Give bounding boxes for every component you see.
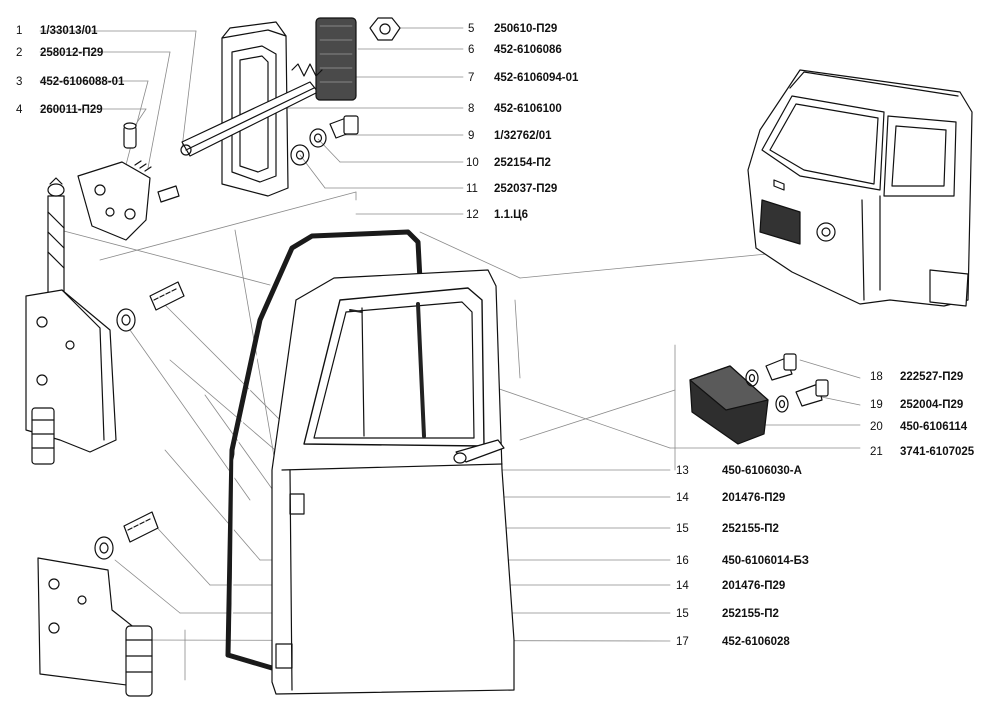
callout-number: 17 <box>676 636 689 648</box>
part-number: 258012-П29 <box>40 47 104 59</box>
callout-number: 3 <box>16 76 23 88</box>
callout-number: 1 <box>16 25 23 37</box>
part-number: 252155-П2 <box>722 523 779 535</box>
part-number: 452-6106088-01 <box>40 76 125 88</box>
callout-number: 20 <box>870 421 883 433</box>
callout-number: 10 <box>466 157 479 169</box>
part-number: 201476-П29 <box>722 492 786 504</box>
part-number: 201476-П29 <box>722 580 786 592</box>
part-number: 450-6106114 <box>900 421 968 433</box>
part-number: 252155-П2 <box>722 608 779 620</box>
part-number: 452-6106028 <box>722 636 790 648</box>
part-number: 1/33013/01 <box>40 25 98 37</box>
callout-number: 6 <box>468 44 475 56</box>
callout-number: 15 <box>676 523 689 535</box>
part-number: 1.1.Ц6 <box>494 209 528 221</box>
callout-number: 4 <box>16 104 23 116</box>
part-number: 1/32762/01 <box>494 130 552 142</box>
callout-number: 18 <box>870 371 883 383</box>
part-number: 250610-П29 <box>494 23 558 35</box>
middle-bolt <box>116 281 185 332</box>
part-number: 3741-6107025 <box>900 446 975 458</box>
lower-hinge-leaf <box>37 557 153 697</box>
vehicle-cab <box>747 69 973 307</box>
part-number: 260011-П29 <box>40 104 103 116</box>
callout-number: 14 <box>676 580 689 592</box>
part-number: 252154-П2 <box>494 157 551 169</box>
callout-number: 19 <box>870 399 883 411</box>
upper-hinge-bracket <box>77 122 180 241</box>
door-panel <box>271 269 515 695</box>
part-number: 452-6106086 <box>494 44 562 56</box>
callout-number: 13 <box>676 465 689 477</box>
callout-number: 16 <box>676 555 689 567</box>
callout-number: 9 <box>468 130 475 142</box>
door-seal <box>225 229 423 671</box>
callout-number: 11 <box>466 183 478 195</box>
door-check-assembly <box>180 17 401 197</box>
lower-bolt <box>94 511 159 560</box>
hinge-pin <box>47 177 65 307</box>
part-number: 452-6106094-01 <box>494 72 579 84</box>
part-number: 252037-П29 <box>494 183 558 195</box>
callout-number: 12 <box>466 209 479 221</box>
part-number: 450-6106014-БЗ <box>722 555 809 567</box>
callout-number: 15 <box>676 608 689 620</box>
part-number: 252004-П29 <box>900 399 964 411</box>
callout-number: 14 <box>676 492 689 504</box>
marker-lamp <box>689 353 829 445</box>
part-number: 452-6106100 <box>494 103 562 115</box>
callout-number: 8 <box>468 103 475 115</box>
part-number: 222527-П29 <box>900 371 964 383</box>
callout-number: 5 <box>468 23 475 35</box>
callout-number: 21 <box>870 446 883 458</box>
callout-number: 2 <box>16 47 23 59</box>
part-number: 450-6106030-А <box>722 465 802 477</box>
upper-hinge-leaf <box>25 289 117 465</box>
callout-number: 7 <box>468 72 475 84</box>
